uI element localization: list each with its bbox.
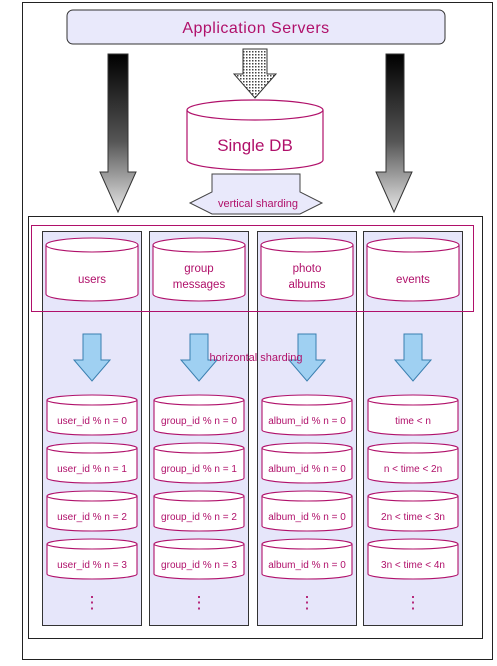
application-servers-title: Application Servers	[182, 20, 329, 37]
shard-label: album_id % n = 0	[268, 512, 346, 523]
shard-label: album_id % n = 0	[268, 416, 346, 427]
shard-column: photo albums album_id % n = 0 album_id % n …	[257, 231, 357, 626]
shard-column: events time < n n < time < 2n 2n < time < 3…	[363, 231, 463, 626]
right-arrow-icon	[375, 53, 413, 214]
shard-cylinder	[46, 538, 138, 580]
table-cylinder	[366, 237, 460, 302]
table-cylinder	[260, 237, 354, 302]
vertical-shards-band	[31, 225, 474, 312]
more-shards-ellipsis: ⋮	[405, 593, 422, 612]
shard-label: group_id % n = 1	[161, 464, 237, 475]
application-servers-bar	[66, 9, 446, 45]
shard-label: time < n	[395, 416, 431, 427]
more-shards-ellipsis: ⋮	[191, 593, 208, 612]
shard-cylinder	[261, 538, 353, 580]
shard-label: album_id % n = 0	[268, 560, 346, 571]
shard-label: group_id % n = 3	[161, 560, 237, 571]
more-shards-ellipsis: ⋮	[84, 593, 101, 612]
shard-cylinder	[153, 442, 245, 484]
shard-label: user_id % n = 0	[57, 416, 127, 427]
shard-cylinder	[153, 538, 245, 580]
shard-label: user_id % n = 1	[57, 464, 127, 475]
shard-label: group_id % n = 0	[161, 416, 237, 427]
table-name-label: photo	[293, 263, 322, 275]
shard-cylinder	[153, 394, 245, 436]
shard-cylinder	[46, 490, 138, 532]
center-dotted-arrow-icon	[232, 48, 278, 99]
shard-cylinder	[46, 442, 138, 484]
table-cylinder	[45, 237, 139, 302]
table-name-label: group	[184, 263, 213, 275]
shard-label: user_id % n = 3	[57, 560, 127, 571]
shard-label: 2n < time < 3n	[381, 512, 445, 523]
table-cylinder	[152, 237, 246, 302]
shard-cylinder	[46, 394, 138, 436]
sharding-frame	[28, 216, 483, 639]
more-shards-ellipsis: ⋮	[299, 593, 316, 612]
down-arrow-icon	[393, 333, 433, 382]
shard-cylinder	[367, 394, 459, 436]
shard-cylinder	[367, 490, 459, 532]
table-name-label: users	[78, 274, 106, 286]
vertical-sharding-label: vertical sharding	[218, 198, 298, 210]
down-arrow-icon	[179, 333, 219, 382]
single-db-cylinder	[186, 99, 324, 171]
outer-frame	[22, 2, 493, 660]
down-arrow-icon	[287, 333, 327, 382]
shard-label: 3n < time < 4n	[381, 560, 445, 571]
table-name-label: albums	[288, 279, 325, 291]
horizontal-sharding-label: horizontal sharding	[210, 352, 303, 364]
single-db-label: Single DB	[217, 136, 293, 155]
shard-label: group_id % n = 2	[161, 512, 237, 523]
shard-label: album_id % n = 0	[268, 464, 346, 475]
down-arrow-icon	[72, 333, 112, 382]
vertical-sharding-arrow-icon	[188, 173, 324, 215]
shard-column: users user_id % n = 0 user_id % n = 1 user_…	[42, 231, 142, 626]
shard-cylinder	[367, 538, 459, 580]
table-name-label: events	[396, 274, 430, 286]
shard-label: user_id % n = 2	[57, 512, 127, 523]
table-name-label: messages	[173, 279, 226, 291]
left-arrow-icon	[99, 53, 137, 214]
shard-column: group messages group_id % n = 0 group_id % …	[149, 231, 249, 626]
shard-cylinder	[261, 394, 353, 436]
shard-cylinder	[261, 442, 353, 484]
shard-cylinder	[367, 442, 459, 484]
shard-label: n < time < 2n	[384, 464, 442, 475]
shard-cylinder	[261, 490, 353, 532]
shard-cylinder	[153, 490, 245, 532]
